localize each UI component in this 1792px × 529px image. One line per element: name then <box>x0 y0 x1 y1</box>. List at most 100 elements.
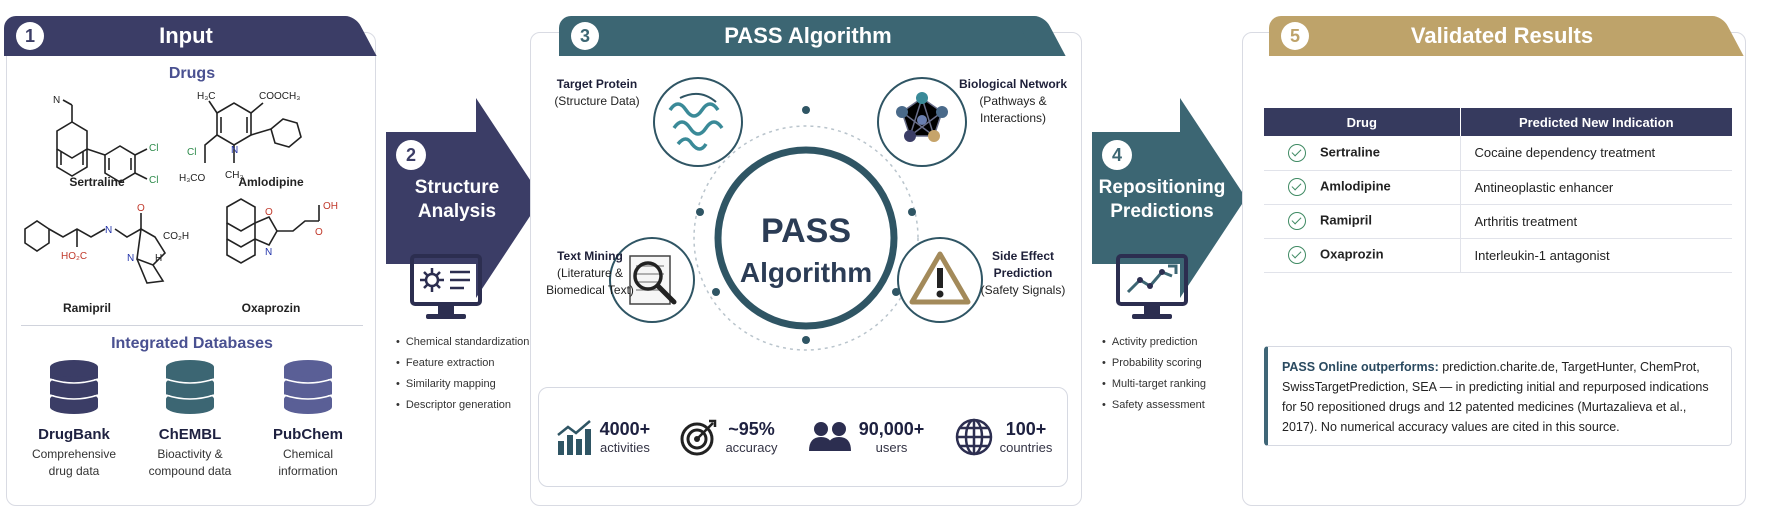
svg-text:CH₃: CH₃ <box>225 170 244 181</box>
drugs-title: Drugs <box>168 65 216 82</box>
stat-users: 90,000+users <box>807 417 925 457</box>
databases-title: Integrated Databases <box>111 335 273 352</box>
stat-label: users <box>875 440 908 455</box>
stat-label: accuracy <box>725 440 778 455</box>
oxaprozin-structure: O N OH O <box>226 198 338 264</box>
svg-text:Cl: Cl <box>187 147 196 158</box>
section-divider <box>21 325 363 326</box>
drug-cell: Ramipril <box>1320 212 1373 228</box>
svg-text:O: O <box>315 227 323 238</box>
repositioning-steps: Activity prediction Probability scoring … <box>1102 332 1206 416</box>
svg-text:O: O <box>265 207 273 218</box>
network-icon <box>877 77 967 167</box>
list-item: Chemical standardization <box>396 332 530 353</box>
stat-label: activities <box>599 440 650 455</box>
database-name: PubChem <box>272 426 343 443</box>
svg-text:COOCH₃: COOCH₃ <box>259 91 300 102</box>
step-number: 1 <box>16 22 44 50</box>
stat-value: 90,000+ <box>858 419 925 439</box>
stat-value: ~95% <box>728 419 775 439</box>
pass-network-diagram: PASS Algorithm <box>609 77 983 351</box>
note-bold: PASS Online outperforms: <box>1282 360 1439 374</box>
stat-value: 4000+ <box>599 419 651 439</box>
panel-title: Validated Results <box>1410 23 1594 48</box>
svg-text:H₃CO: H₃CO <box>179 173 206 184</box>
table-header-row: Drug Predicted New Indication <box>1264 108 1732 136</box>
text-mining-label: Text Mining(Literature &Biomedical Text) <box>546 249 634 297</box>
svg-text:N: N <box>53 95 60 106</box>
database-icon <box>165 360 215 414</box>
svg-text:N: N <box>231 145 238 156</box>
list-item: Descriptor generation <box>396 395 529 416</box>
database-name: DrugBank <box>38 426 110 443</box>
amlodipine-structure: H₃C COOCH₃ Cl N CH₃ H₃CO <box>179 91 302 184</box>
svg-text:N: N <box>127 253 134 264</box>
table-row: Ramipril Arthritis treatment <box>1264 204 1732 239</box>
svg-text:CO₂H: CO₂H <box>163 231 189 242</box>
column-header-drug: Drug <box>1264 108 1461 136</box>
database-desc: Bioactivity &compound data <box>148 447 232 478</box>
indication-cell: Arthritis treatment <box>1474 213 1578 229</box>
indication-cell: Cocaine dependency treatment <box>1474 145 1656 161</box>
list-item: Probability scoring <box>1102 353 1206 374</box>
list-item: Safety assessment <box>1102 395 1206 416</box>
check-icon <box>1288 246 1306 264</box>
ramipril-structure: N HO₂C O CO₂H N H <box>24 203 189 284</box>
drug-name-oxaprozin: Oxaprozin <box>241 301 301 315</box>
svg-text:H₃C: H₃C <box>197 91 216 102</box>
note-text: prediction.charite.de, TargetHunter, Che… <box>1282 360 1709 434</box>
panel-title: PASS Algorithm <box>724 23 892 48</box>
svg-text:O: O <box>137 203 145 214</box>
globe-icon <box>955 418 992 456</box>
monitor-chart-icon <box>1116 254 1188 319</box>
step-number: 3 <box>571 22 599 50</box>
biological-network-label: Biological Network(Pathways &Interaction… <box>958 77 1068 125</box>
step-number: 4 <box>1102 140 1132 170</box>
structure-analysis-arrow <box>386 98 542 298</box>
database-icon <box>283 360 333 414</box>
pass-center-subtitle: Algorithm <box>740 257 872 288</box>
target-icon <box>680 419 717 456</box>
svg-text:N: N <box>265 247 272 258</box>
target-protein-label: Target Protein(Structure Data) <box>554 77 640 108</box>
stat-countries: 100+countries <box>954 417 1052 457</box>
indication-cell: Interleukin-1 antagonist <box>1474 247 1610 263</box>
svg-text:HO₂C: HO₂C <box>61 251 87 262</box>
database-name: ChEMBL <box>158 426 222 443</box>
input-header: 1 Input <box>4 16 348 56</box>
check-icon <box>1288 212 1306 230</box>
table-row: Amlodipine Antineoplastic enhancer <box>1264 170 1732 205</box>
drug-cell: Amlodipine <box>1320 178 1391 194</box>
list-item: Multi-target ranking <box>1102 374 1206 395</box>
drug-name-ramipril: Ramipril <box>62 301 111 315</box>
drug-cell: Oxaprozin <box>1320 246 1384 262</box>
check-icon <box>1288 178 1306 196</box>
pass-center-title: PASS <box>761 212 851 250</box>
sertraline-structure: N Cl Cl <box>53 95 158 186</box>
svg-text:Cl: Cl <box>149 143 158 154</box>
drug-name-sertraline: Sertraline <box>69 175 125 189</box>
table-row: Sertraline Cocaine dependency treatment <box>1264 136 1732 171</box>
results-table: Drug Predicted New Indication Sertraline… <box>1264 108 1732 273</box>
step-number: 2 <box>396 140 426 170</box>
svg-text:OH: OH <box>323 201 338 212</box>
list-item: Activity prediction <box>1102 332 1206 353</box>
indication-cell: Antineoplastic enhancer <box>1474 179 1614 195</box>
column-header-indication: Predicted New Indication <box>1460 108 1732 136</box>
stat-accuracy: ~95%accuracy <box>679 417 777 457</box>
structure-analysis-steps: Chemical standardization Feature extract… <box>396 332 530 416</box>
svg-text:H: H <box>155 253 162 264</box>
warning-icon <box>897 237 983 323</box>
protein-icon <box>653 77 743 167</box>
step-number: 5 <box>1281 22 1309 50</box>
database-chembl: ChEMBL Bioactivity &compound data <box>135 359 245 480</box>
list-item: Similarity mapping <box>396 374 529 395</box>
list-item: Feature extraction <box>396 353 529 374</box>
input-panel: 1 Input Drugs N Cl Cl Sertraline <box>4 16 376 506</box>
